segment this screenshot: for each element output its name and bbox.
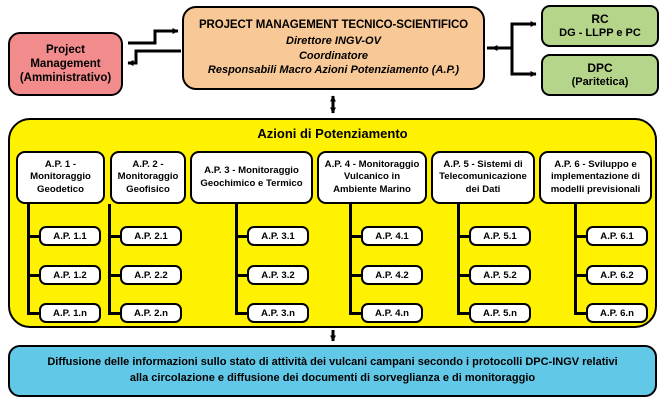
ap-subitem-4-2[interactable]: A.P. 4.2 bbox=[361, 265, 423, 285]
actions-panel-title: Azioni di Potenziamento bbox=[257, 126, 408, 141]
pmts-subtitle-1: Direttore INGV-OV bbox=[286, 35, 381, 48]
connector-trunk-6 bbox=[574, 204, 577, 314]
ap-subitem-2-1[interactable]: A.P. 2.1 bbox=[120, 226, 182, 246]
connector-trunk-2 bbox=[108, 204, 111, 314]
pmts-subtitle-3: Responsabili Macro Azioni Potenziamento … bbox=[207, 64, 460, 77]
diffusion-line-2: alla circolazione e diffusione dei docum… bbox=[129, 372, 536, 384]
connector-stub-2-1 bbox=[108, 235, 121, 238]
pm-admin-line-3: (Amministrativo) bbox=[19, 72, 112, 84]
connector-stub-5-1 bbox=[457, 235, 470, 238]
ap-subitem-6-2[interactable]: A.P. 6.2 bbox=[586, 265, 648, 285]
ap-subitem-4-1[interactable]: A.P. 4.1 bbox=[361, 226, 423, 246]
actions-panel: Azioni di Potenziamento A.P. 1 - Monitor… bbox=[8, 118, 657, 328]
partner-box-rc[interactable]: RC DG - LLPP e PC bbox=[541, 5, 659, 47]
pm-admin-line-1: Project bbox=[46, 43, 85, 56]
pmts-title: PROJECT MANAGEMENT TECNICO-SCIENTIFICO bbox=[198, 19, 468, 32]
ap-subitem-5-2[interactable]: A.P. 5.2 bbox=[469, 265, 531, 285]
ap-subitem-3-2[interactable]: A.P. 3.2 bbox=[247, 265, 309, 285]
connector-stub-3-3 bbox=[235, 312, 248, 315]
project-management-admin-box[interactable]: Project Management (Amministrativo) bbox=[8, 32, 123, 96]
connector-stub-2-3 bbox=[108, 312, 121, 315]
ap-subitem-6-1[interactable]: A.P. 6.1 bbox=[586, 226, 648, 246]
ap-subitem-4-3[interactable]: A.P. 4.n bbox=[361, 303, 423, 323]
ap-column-header-5[interactable]: A.P. 5 - Sistemi di Telecomunicazione de… bbox=[431, 151, 535, 204]
rc-line-2: DG - LLPP e PC bbox=[559, 26, 641, 39]
dpc-line-1: DPC bbox=[587, 60, 613, 75]
ap-subitem-3-3[interactable]: A.P. 3.n bbox=[247, 303, 309, 323]
ap-column-header-3[interactable]: A.P. 3 - Monitoraggio Geochimico e Termi… bbox=[190, 151, 313, 204]
ap-column-header-1[interactable]: A.P. 1 - Monitoraggio Geodetico bbox=[16, 151, 105, 204]
pmts-subtitle-2: Coordinatore bbox=[298, 49, 369, 62]
ap-subitem-2-2[interactable]: A.P. 2.2 bbox=[120, 265, 182, 285]
ap-subitem-1-1[interactable]: A.P. 1.1 bbox=[39, 226, 101, 246]
connector-stub-5-2 bbox=[457, 274, 470, 277]
connector-trunk-5 bbox=[457, 204, 460, 314]
diffusion-line-1: Diffusione delle informazioni sullo stat… bbox=[47, 356, 618, 369]
connector-stub-4-2 bbox=[349, 274, 362, 277]
ap-subitem-3-1[interactable]: A.P. 3.1 bbox=[247, 226, 309, 246]
connector-trunk-4 bbox=[349, 204, 352, 314]
connector-stub-4-3 bbox=[349, 312, 362, 315]
connector-stub-3-1 bbox=[235, 235, 248, 238]
connector-stub-5-3 bbox=[457, 312, 470, 315]
project-management-technical-box[interactable]: PROJECT MANAGEMENT TECNICO-SCIENTIFICO D… bbox=[182, 6, 485, 90]
connector-stub-6-1 bbox=[574, 235, 587, 238]
partner-box-dpc[interactable]: DPC (Paritetica) bbox=[541, 54, 659, 96]
ap-subitem-1-3[interactable]: A.P. 1.n bbox=[39, 303, 101, 323]
connector-stub-6-3 bbox=[574, 312, 587, 315]
ap-subitem-5-3[interactable]: A.P. 5.n bbox=[469, 303, 531, 323]
connector-stub-3-2 bbox=[235, 274, 248, 277]
rc-line-1: RC bbox=[591, 11, 609, 26]
connector-stub-2-2 bbox=[108, 274, 121, 277]
ap-subitem-2-3[interactable]: A.P. 2.n bbox=[120, 303, 182, 323]
connector-stub-1-2 bbox=[27, 274, 40, 277]
connector-stub-1-1 bbox=[27, 235, 40, 238]
diffusion-box[interactable]: Diffusione delle informazioni sullo stat… bbox=[8, 345, 657, 397]
management-partners-connector bbox=[487, 21, 537, 77]
ap-column-header-2[interactable]: A.P. 2 - Monitoraggio Geofisico bbox=[110, 151, 186, 204]
connector-stub-6-2 bbox=[574, 274, 587, 277]
connector-stub-1-3 bbox=[27, 312, 40, 315]
ap-subitem-5-1[interactable]: A.P. 5.1 bbox=[469, 226, 531, 246]
dpc-line-2: (Paritetica) bbox=[571, 75, 629, 88]
connector-stub-4-1 bbox=[349, 235, 362, 238]
connector-trunk-1 bbox=[27, 204, 30, 314]
ap-subitem-6-3[interactable]: A.P. 6.n bbox=[586, 303, 648, 323]
connector-trunk-3 bbox=[235, 204, 238, 314]
ap-subitem-1-2[interactable]: A.P. 1.2 bbox=[39, 265, 101, 285]
admin-management-connector bbox=[127, 28, 181, 66]
pm-admin-line-2: Management bbox=[30, 57, 101, 70]
ap-column-header-6[interactable]: A.P. 6 - Sviluppo e implementazione di m… bbox=[539, 151, 652, 204]
ap-column-header-4[interactable]: A.P. 4 - Monitoraggio Vulcanico in Ambie… bbox=[317, 151, 427, 204]
